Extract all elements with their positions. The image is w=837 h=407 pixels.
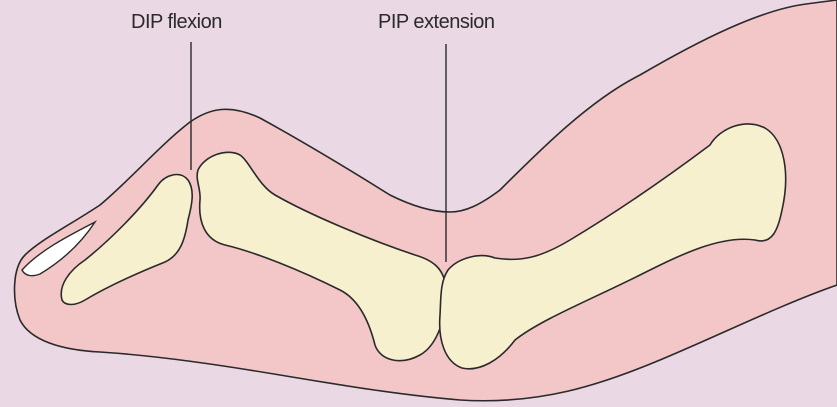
dip-flexion-label: DIP flexion xyxy=(131,12,222,32)
pip-extension-label: PIP extension xyxy=(378,12,495,32)
